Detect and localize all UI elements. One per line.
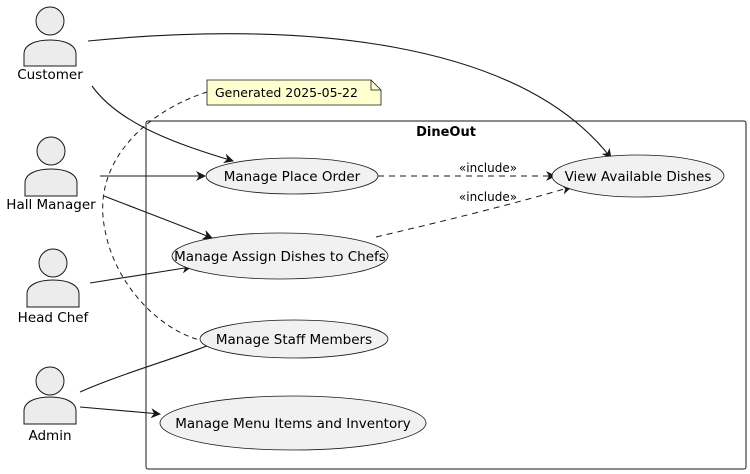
system-title: DineOut xyxy=(416,125,476,140)
assoc-headchef-assign-dishes xyxy=(89,263,192,284)
actor-head-chef[interactable]: Head Chef xyxy=(18,248,90,326)
actor-customer[interactable]: Customer xyxy=(17,6,83,83)
include-label-2: «include» xyxy=(459,190,517,204)
assoc-customer-view-dishes xyxy=(87,33,612,159)
actor-head-chef-label: Head Chef xyxy=(18,310,90,326)
actor-customer-label: Customer xyxy=(17,67,83,83)
use-case-view-dishes-label: View Available Dishes xyxy=(565,169,712,185)
use-case-assign-dishes[interactable]: Manage Assign Dishes to Chefs xyxy=(171,232,389,280)
use-case-place-order[interactable]: Manage Place Order xyxy=(205,157,379,195)
use-case-place-order-label: Manage Place Order xyxy=(224,169,361,185)
actor-hall-manager-icon xyxy=(24,136,78,197)
actor-hall-manager[interactable]: Hall Manager xyxy=(6,136,96,213)
use-case-view-dishes[interactable]: View Available Dishes xyxy=(551,154,725,198)
note-text: Generated 2025-05-22 xyxy=(215,85,358,100)
use-case-staff-members[interactable]: Manage Staff Members xyxy=(199,319,389,359)
actor-admin[interactable]: Admin xyxy=(23,366,77,444)
use-case-assign-dishes-label: Manage Assign Dishes to Chefs xyxy=(174,249,386,265)
include-assign-dishes-view-dishes xyxy=(375,184,572,238)
actor-customer-icon xyxy=(23,6,77,67)
include-relations xyxy=(375,171,572,238)
note: Generated 2025-05-22 xyxy=(206,79,382,106)
system-boundary: DineOut xyxy=(145,120,747,470)
assoc-admin-menu-items xyxy=(79,406,161,419)
assoc-customer-place-order xyxy=(91,85,234,164)
use-case-menu-items[interactable]: Manage Menu Items and Inventory xyxy=(159,395,427,451)
actor-admin-icon xyxy=(23,366,77,425)
use-case-menu-items-label: Manage Menu Items and Inventory xyxy=(175,416,411,432)
actor-hall-manager-label: Hall Manager xyxy=(6,197,96,213)
actor-head-chef-icon xyxy=(26,248,80,308)
assoc-hallmanager-assign-dishes xyxy=(103,195,213,240)
use-case-staff-members-label: Manage Staff Members xyxy=(216,332,372,348)
actor-admin-label: Admin xyxy=(28,428,71,444)
include-label-1: «include» xyxy=(459,161,517,175)
